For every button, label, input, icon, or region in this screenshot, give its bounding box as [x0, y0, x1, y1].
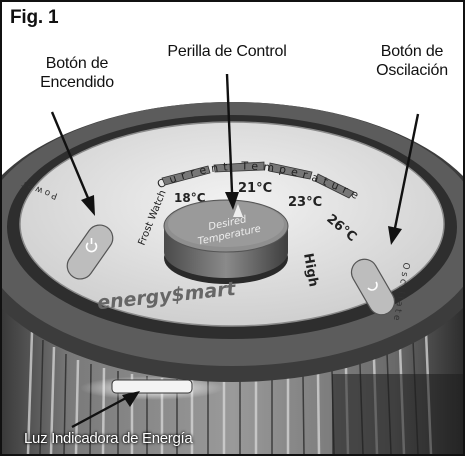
control-knob-callout: Perilla de Control — [167, 43, 287, 60]
power-button-callout: Botón de Encendido — [22, 54, 132, 92]
knob-indicator-icon — [233, 204, 243, 217]
oscillation-callout-line1: Botón de — [380, 43, 444, 60]
power-button-callout-line1: Botón de — [45, 55, 109, 72]
callout-arrows — [50, 73, 420, 429]
temp-18: 18°C — [174, 191, 206, 205]
oscillation-callout: Botón de Oscilación — [362, 42, 462, 80]
oscillation-icon — [367, 281, 378, 291]
power-icon — [85, 238, 98, 253]
power-button[interactable] — [62, 220, 118, 284]
power-button-callout-line2: Encendido — [40, 74, 114, 91]
power-indicator-light — [80, 376, 224, 400]
high-label: High — [300, 252, 321, 288]
figure-number: Fig. 1 — [10, 7, 59, 28]
power-light-callout: Luz Indicadora de Energía — [24, 430, 193, 447]
temperature-scale — [161, 161, 355, 199]
temp-21: 21°C — [238, 181, 272, 196]
oscillation-button[interactable] — [347, 255, 400, 320]
temp-23: 23°C — [288, 195, 322, 210]
oscillation-callout-line2: Oscilación — [376, 62, 448, 79]
control-knob[interactable]: Desired Temperature — [163, 199, 289, 284]
